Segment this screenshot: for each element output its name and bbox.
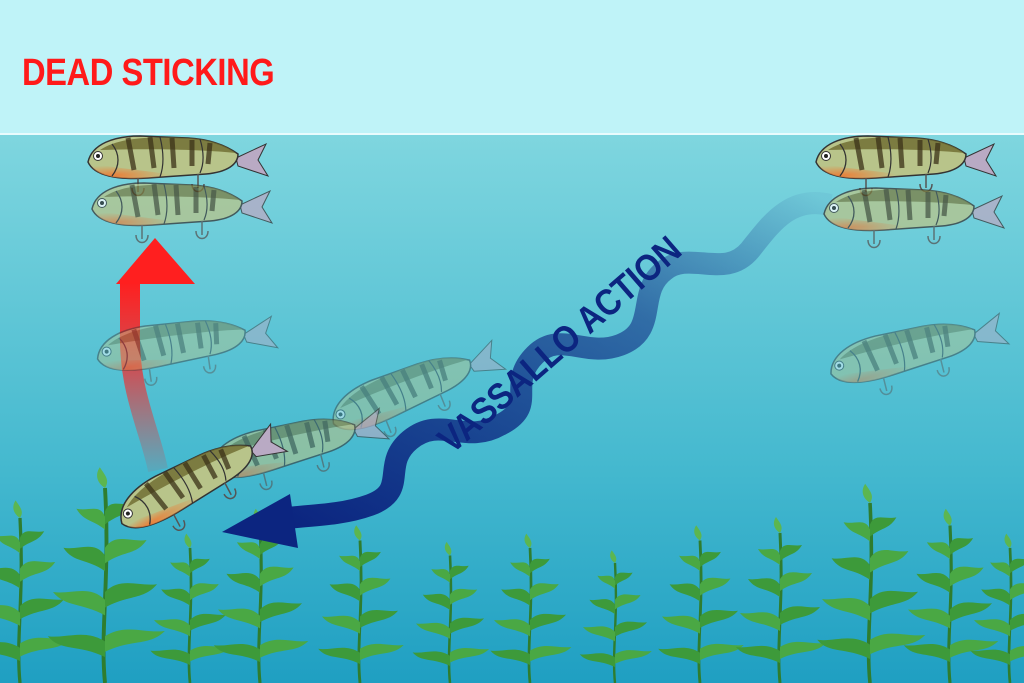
vassallo-action-arrow [222, 192, 833, 548]
dead-sticking-title: DEAD STICKING [22, 52, 275, 94]
sky-band [0, 0, 1024, 134]
